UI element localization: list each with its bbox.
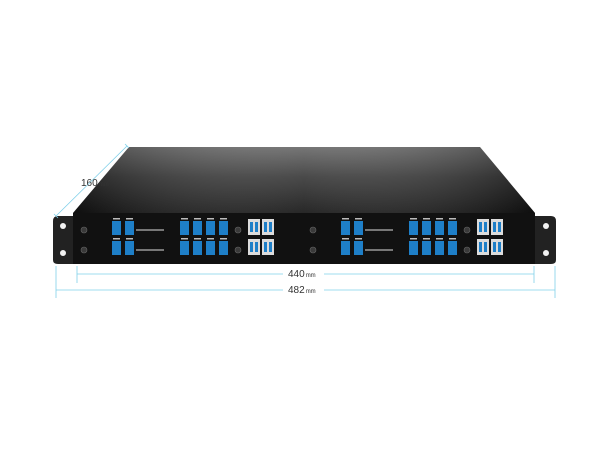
- adapter-label-strip: [113, 238, 120, 240]
- lc-duplex-housing: [262, 239, 274, 255]
- lc-port: [269, 242, 272, 252]
- lc-port: [269, 222, 272, 232]
- sc-adapter: [409, 241, 418, 255]
- lc-port: [255, 222, 258, 232]
- adapter-label-strip: [436, 238, 443, 240]
- sc-adapter: [422, 221, 431, 235]
- sc-adapter: [219, 221, 228, 235]
- sc-adapter: [341, 241, 350, 255]
- sc-adapter: [354, 241, 363, 255]
- panel-screw: [80, 226, 88, 234]
- lc-port: [498, 242, 501, 252]
- rack-ear-left: [53, 216, 74, 264]
- sc-adapter: [219, 241, 228, 255]
- depth-dimension: 160mm: [53, 143, 130, 219]
- adapter-label-strip: [181, 218, 188, 220]
- sc-adapter: [448, 241, 457, 255]
- adapter-label-strip: [342, 238, 349, 240]
- front-panel: [73, 213, 535, 264]
- inner-width-dimension: 440mm: [76, 266, 535, 283]
- lc-port: [479, 242, 482, 252]
- panel-screw: [463, 246, 471, 254]
- inner-width-value: 440mm: [288, 269, 316, 280]
- lc-port: [484, 222, 487, 232]
- lc-duplex-housing: [491, 219, 503, 235]
- adapter-label-strip: [220, 218, 227, 220]
- lc-port: [493, 222, 496, 232]
- outer-width-dimension: 482mm: [55, 266, 556, 298]
- lc-duplex-housing: [248, 219, 260, 235]
- sc-adapter: [112, 221, 121, 235]
- adapter-label-strip: [207, 218, 214, 220]
- sc-adapter: [422, 241, 431, 255]
- adapter-label-strip: [410, 238, 417, 240]
- lc-duplex-housing: [477, 239, 489, 255]
- outer-width-value: 482mm: [288, 285, 316, 296]
- sc-adapter: [448, 221, 457, 235]
- panel-screw: [309, 226, 317, 234]
- sc-adapter: [180, 241, 189, 255]
- sc-adapter: [206, 241, 215, 255]
- sc-adapter: [354, 221, 363, 235]
- lc-port: [264, 222, 267, 232]
- adapter-label-strip: [194, 218, 201, 220]
- adapter-label-strip: [220, 238, 227, 240]
- rack-ear-right: [535, 216, 556, 264]
- adapter-label-strip: [181, 238, 188, 240]
- panel-screw: [234, 226, 242, 234]
- sc-adapter: [341, 221, 350, 235]
- lc-duplex-housing: [477, 219, 489, 235]
- lc-port: [479, 222, 482, 232]
- adapter-label-strip: [207, 238, 214, 240]
- depth-value: 160mm: [81, 178, 109, 189]
- sc-adapter: [193, 221, 202, 235]
- sc-adapter: [409, 221, 418, 235]
- sc-adapter: [193, 241, 202, 255]
- adapter-label-strip: [449, 218, 456, 220]
- sc-adapter: [206, 221, 215, 235]
- front-panel-modules: [80, 218, 503, 255]
- lc-port: [255, 242, 258, 252]
- adapter-label-strip: [355, 218, 362, 220]
- sc-adapter: [435, 221, 444, 235]
- adapter-label-strip: [423, 218, 430, 220]
- panel-screw: [463, 226, 471, 234]
- panel-screw: [309, 246, 317, 254]
- module-label-plate: [136, 249, 164, 251]
- panel-screw: [234, 246, 242, 254]
- lc-port: [264, 242, 267, 252]
- adapter-label-strip: [355, 238, 362, 240]
- lc-duplex-housing: [491, 239, 503, 255]
- sc-adapter: [125, 241, 134, 255]
- adapter-label-strip: [449, 238, 456, 240]
- adapter-label-strip: [126, 218, 133, 220]
- adapter-label-strip: [194, 238, 201, 240]
- chassis-top-sheen: [73, 147, 535, 213]
- adapter-label-strip: [423, 238, 430, 240]
- module-label-plate: [365, 249, 393, 251]
- adapter-label-strip: [113, 218, 120, 220]
- lc-port: [493, 242, 496, 252]
- sc-adapter: [435, 241, 444, 255]
- module-label-plate: [365, 229, 393, 231]
- sc-adapter: [112, 241, 121, 255]
- adapter-label-strip: [410, 218, 417, 220]
- panel-screw: [80, 246, 88, 254]
- lc-port: [250, 242, 253, 252]
- adapter-label-strip: [436, 218, 443, 220]
- lc-duplex-housing: [248, 239, 260, 255]
- module-label-plate: [136, 229, 164, 231]
- adapter-label-strip: [342, 218, 349, 220]
- sc-adapter: [125, 221, 134, 235]
- adapter-label-strip: [126, 238, 133, 240]
- lc-port: [484, 242, 487, 252]
- lc-port: [250, 222, 253, 232]
- lc-duplex-housing: [262, 219, 274, 235]
- lc-port: [498, 222, 501, 232]
- sc-adapter: [180, 221, 189, 235]
